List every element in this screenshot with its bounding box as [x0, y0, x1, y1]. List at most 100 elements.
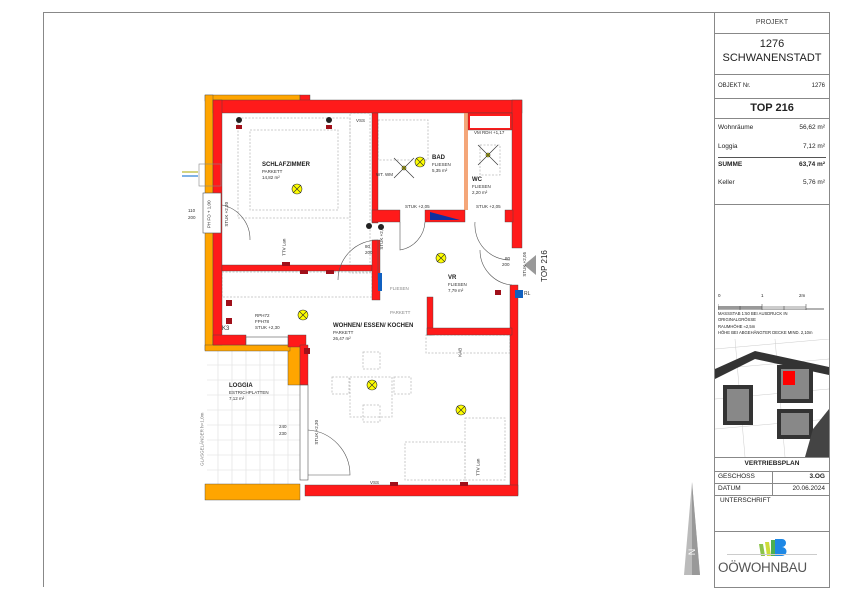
scale-bar: [718, 304, 824, 310]
room-area: 14,82 m²: [262, 175, 280, 180]
chair: [362, 351, 381, 370]
floor-value: 3.OG: [809, 473, 825, 480]
ceiling-height-note: HÖHE BEI ABGEHÄNGTER DECKE MIND. 2,10m: [718, 330, 813, 335]
date-row: DATUM 20.06.2024: [715, 483, 829, 495]
object-label: OBJEKT Nr.: [718, 83, 751, 89]
room-floor: FLIESEN: [472, 184, 491, 189]
sum-divider: [718, 157, 826, 158]
site-map: [715, 339, 829, 457]
plan-type: VERTRIEBSPLAN: [744, 460, 800, 467]
object-number: 1276: [811, 83, 825, 89]
door-dim-top: 80: [365, 244, 371, 249]
svg-text:N: N: [687, 549, 697, 556]
divider: [715, 495, 829, 496]
ceiling-lights: [291, 144, 499, 416]
room-area: 2,20 m²: [472, 190, 488, 195]
room-area: 26,47 m²: [333, 336, 351, 341]
stuk-entry-label: STUK +2,05: [522, 251, 528, 277]
wt-wm-label: WT. WM: [376, 172, 393, 177]
stuk-label: STUK +2,05: [476, 204, 501, 209]
area-label: Wohnräume: [718, 124, 754, 131]
fliesen-label: FLIESEN: [390, 286, 409, 291]
wardrobe: [349, 112, 371, 274]
divider: [715, 531, 829, 532]
chair: [393, 376, 412, 395]
room-floor: FLIESEN: [448, 282, 467, 287]
project-header-row: PROJEKT: [715, 13, 829, 34]
room-name-wohnen: WOHNEN/ ESSEN/ KOCHEN: [333, 323, 414, 329]
parkett-label: PARKETT: [390, 310, 411, 315]
room-floor: PARKETT: [333, 330, 354, 335]
floor-label: GESCHOSS: [718, 473, 755, 480]
plan-type-row: VERTRIEBSPLAN: [715, 457, 829, 472]
date-label: DATUM: [718, 485, 741, 492]
vss-label: VSS: [370, 480, 380, 485]
oewohnbau-logo-icon: [759, 539, 787, 556]
room-floor: ESTRICHPLATTEN: [229, 390, 269, 395]
room-area: 5,35 m²: [432, 168, 448, 173]
project-name: SCHWANENSTADT: [722, 52, 822, 64]
sideboard: [425, 334, 511, 354]
room-height-note: RAUMHÖHE ≈2,5m: [718, 324, 756, 329]
shower: [377, 119, 429, 161]
loggia-tiles: [207, 350, 300, 485]
stuk-loggia-label: STUK +2,30: [314, 419, 320, 445]
chair: [331, 376, 350, 395]
outlets: [226, 117, 523, 486]
ttv-label: TTV Lan: [281, 238, 287, 256]
sofa-side: [464, 417, 506, 481]
bed-mattress: [249, 129, 339, 211]
ttv-label: TTV Lan: [475, 458, 481, 476]
logo-text: OÖWOHNBAU: [718, 560, 807, 575]
unit-title: TOP 216: [750, 102, 794, 114]
kitchen-counter: [221, 271, 373, 298]
room-area: 7,79 m²: [448, 288, 464, 293]
vss-label: VSS: [356, 118, 366, 123]
room-name-bad: BAD: [432, 155, 445, 161]
loggia-door-dim-bottom: 230: [279, 431, 287, 436]
kab-label: KAB: [457, 347, 463, 357]
chair: [362, 404, 381, 423]
logo-rule: [727, 554, 817, 555]
north-arrow-icon: N: [684, 482, 700, 575]
shaft: [470, 116, 510, 128]
stuk-bed-door-label: STUK +2,05: [379, 224, 385, 250]
room-name-wc: WC: [472, 177, 482, 183]
title-block: PROJEKT 1276 SCHWANENSTADT OBJEKT Nr. 12…: [714, 12, 830, 588]
room-name-loggia: LOGGIA: [229, 383, 253, 389]
room-name-vr: VR: [448, 275, 457, 281]
signature-label: UNTERSCHRIFT: [720, 497, 771, 504]
room-floor: PARKETT: [262, 169, 283, 174]
stuk-label: STUK +2,05: [405, 204, 430, 209]
cell-divider: [772, 471, 773, 495]
project-label: PROJEKT: [755, 19, 789, 26]
entrance-arrow-icon: [524, 255, 536, 275]
rph-label: RPH72: [255, 313, 270, 318]
windows: [202, 192, 309, 481]
area-label: Loggia: [718, 143, 738, 150]
area-value: 5,76 m²: [802, 179, 825, 186]
scale-tick-0: 0: [718, 293, 721, 298]
scale-note: MASSSTAB 1:50 BEI AUSDRUCK IN: [718, 311, 788, 316]
loggia-door-dim-top: 240: [279, 424, 287, 429]
floor-plan: N: [182, 94, 700, 575]
glass-rail-label: GLASGELÄNDER h=1,0m: [199, 412, 205, 466]
scale-note: ORIGINALGRÖSSE: [718, 317, 756, 322]
door-dim-bottom: 200: [365, 250, 373, 255]
k3-label: K3: [222, 326, 230, 332]
area-value-sum: 63,74 m²: [798, 161, 825, 168]
divider: [715, 457, 829, 458]
room-name-schlafzimmer: SCHLAFZIMMER: [262, 162, 310, 168]
ventilation-arrows: [182, 163, 222, 187]
divider: [715, 204, 829, 205]
area-value: 56,62 m²: [799, 124, 825, 131]
area-value: 7,12 m²: [802, 143, 825, 150]
unit-location-marker: [783, 371, 795, 385]
scale-tick-1: 1: [761, 293, 764, 298]
floor-row: GESCHOSS 3.OG: [715, 471, 829, 495]
room-floor: FLIESEN: [432, 162, 451, 167]
stuk-window-label: STUK +2,30: [255, 325, 280, 330]
project-row: 1276 SCHWANENSTADT: [715, 33, 829, 75]
bed-stuk-label: STUK +2,30: [224, 201, 230, 227]
vm-rdh-label: VM RDH +1,17: [474, 130, 505, 135]
